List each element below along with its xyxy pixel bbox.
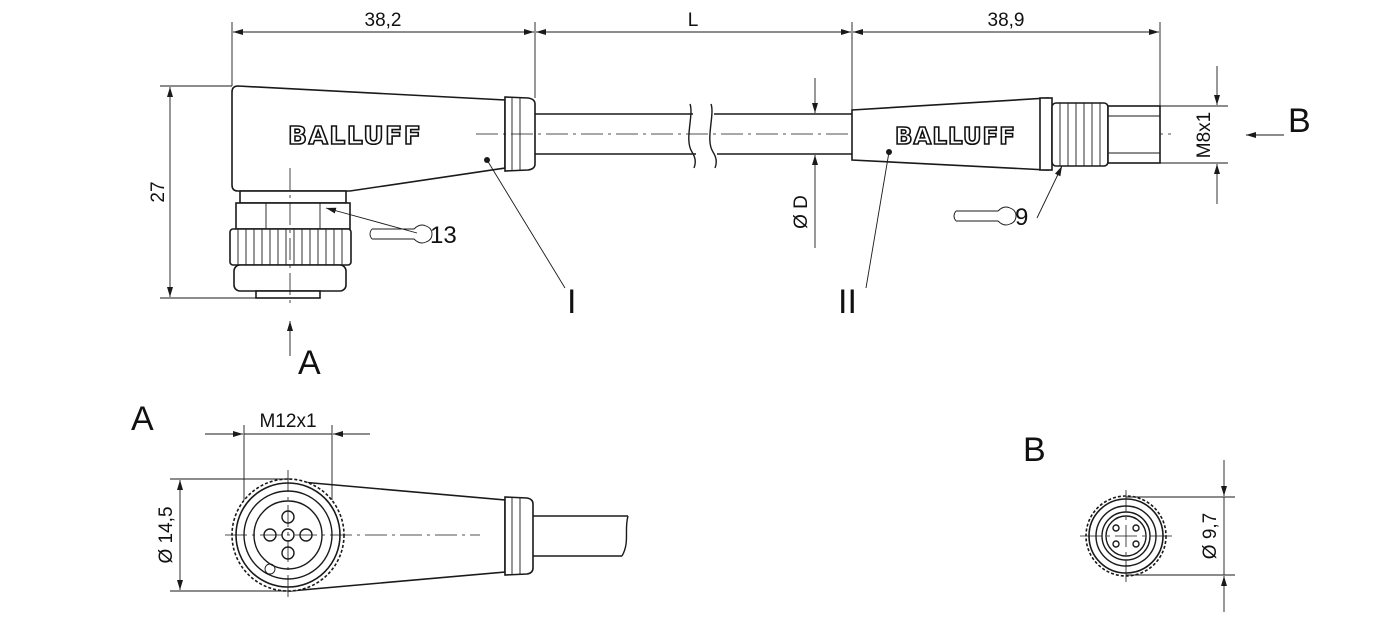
wrench-straight-icon [953,165,1063,226]
dim-cable-diameter: Ø D [791,195,812,229]
top-dimension-lines [231,22,1161,110]
cable [535,103,852,169]
dim-angled-length: 38,2 [365,10,402,31]
view-b-connector-face [1080,490,1176,585]
dim-angled-diameter: Ø 14,5 [156,506,177,563]
view-a-title: A [131,400,154,438]
view-b-label-top: B [1288,102,1311,140]
angled-diameter-dimension-lines [170,478,290,592]
leader-part-one [486,159,566,289]
thread-m12-dimension-lines [205,425,370,500]
straight-diameter-dimension-lines [1126,460,1235,612]
angled-connector: BALLUFF [229,85,536,305]
label-part-one: I [567,283,576,321]
dim-straight-diameter: Ø 9,7 [1200,513,1221,559]
brand-logo-straight: BALLUFF [895,124,1016,150]
label-part-two: II [838,283,857,321]
dim-angled-thread: M12x1 [259,411,316,432]
wrench-angled-size: 13 [430,222,457,249]
wrench-straight-size: 9 [1015,204,1028,231]
dim-angled-height: 27 [148,181,169,202]
view-a-connector-face [225,470,629,600]
view-a-label-top: A [298,344,321,382]
view-b-title: B [1023,431,1046,469]
dim-straight-length: 38,9 [988,10,1025,31]
brand-logo-angled: BALLUFF [288,121,422,150]
height-dimension-lines [160,85,256,299]
dim-cable-length: L [688,10,699,31]
straight-connector: BALLUFF [851,97,1161,171]
thread-m8-dimension-lines [1160,66,1228,204]
leader-part-two [865,151,890,289]
wrench-angled-icon [325,207,433,244]
dim-straight-thread: M8x1 [1194,112,1215,158]
